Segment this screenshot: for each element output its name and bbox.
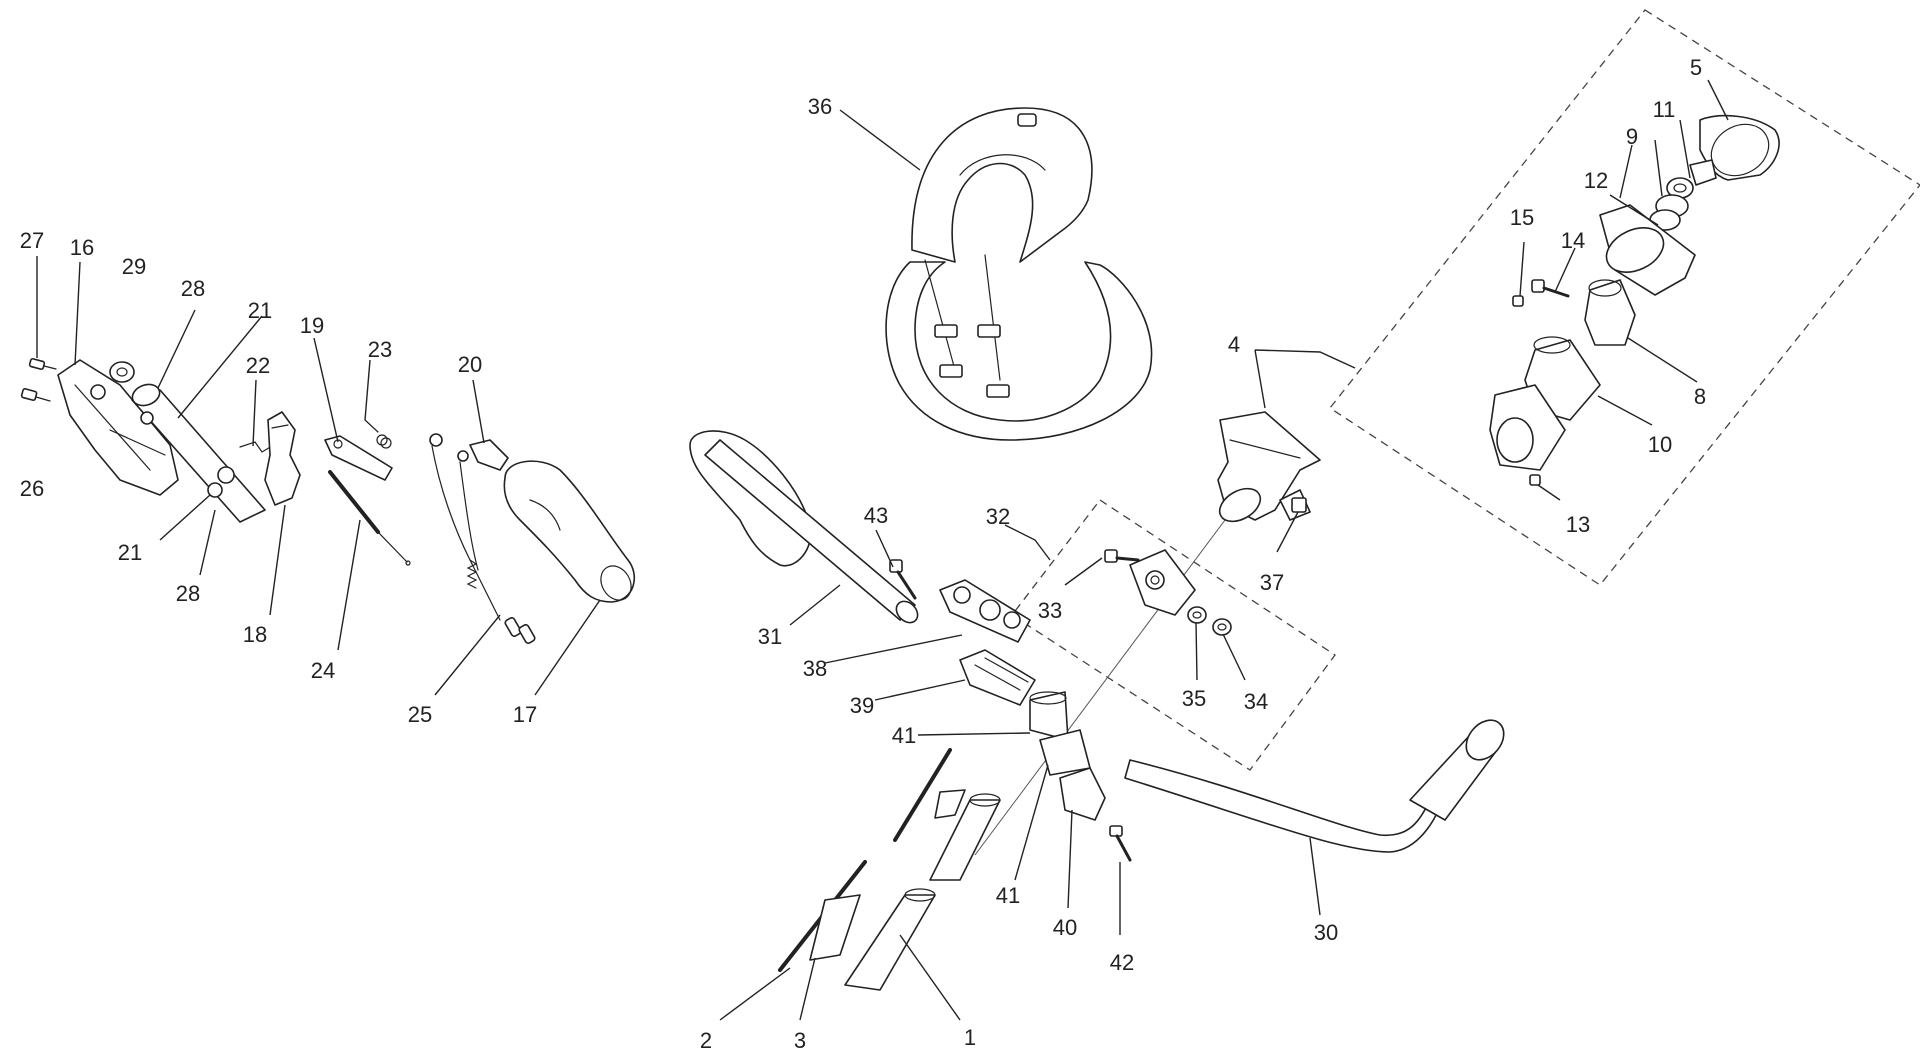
washer-part-35	[1187, 606, 1207, 624]
knob-part-5	[1689, 114, 1780, 186]
bolt-part-37	[1291, 497, 1307, 513]
label-43: 43	[864, 503, 888, 528]
plate-part-3	[809, 789, 966, 961]
label-40: 40	[1053, 915, 1077, 940]
label-21-lower: 21	[118, 540, 142, 565]
tube-part-28	[131, 383, 266, 523]
sleeve-part-41-upper	[1029, 691, 1069, 741]
label-27: 27	[20, 228, 44, 253]
label-22: 22	[246, 353, 270, 378]
label-16: 16	[70, 235, 94, 260]
label-13: 13	[1566, 512, 1590, 537]
label-5: 5	[1690, 55, 1702, 80]
label-10: 10	[1648, 432, 1672, 457]
label-24: 24	[311, 658, 335, 683]
collar-part-29	[109, 361, 135, 383]
label-20: 20	[458, 352, 482, 377]
clamp-part-39	[959, 649, 1036, 706]
label-28-lower: 28	[176, 581, 200, 606]
dashed-box-middle	[1011, 499, 1336, 771]
plate-housing-part-12	[1599, 204, 1696, 296]
dashed-box-upper-right	[1329, 9, 1920, 586]
label-1: 1	[964, 1025, 976, 1050]
bolt-part-42	[1109, 825, 1132, 862]
label-35: 35	[1182, 686, 1206, 711]
screw-part-26	[20, 388, 51, 402]
switch-part-20	[429, 433, 509, 471]
label-30: 30	[1314, 920, 1338, 945]
label-9: 9	[1626, 124, 1638, 149]
screw-part-13	[1529, 474, 1541, 486]
label-26: 26	[20, 476, 44, 501]
spring-part-23	[364, 419, 392, 449]
clamp-part-38	[939, 579, 1031, 643]
label-2: 2	[700, 1028, 712, 1053]
label-28-upper: 28	[181, 276, 205, 301]
tube-part-1	[844, 793, 1001, 991]
label-4: 4	[1228, 332, 1240, 357]
bolt-part-14	[1531, 279, 1570, 298]
block-part-40	[1059, 767, 1106, 821]
part-number-labels: 27 16 29 28 21 22 19 23 20 26 21 28 18 2…	[20, 55, 1706, 1053]
grip-tube-part-31	[689, 430, 919, 624]
label-41-upper: 41	[892, 723, 916, 748]
rod-part-2	[778, 748, 952, 972]
housing-part-16	[57, 359, 179, 496]
shoulder-harness-part-36	[885, 107, 1153, 441]
label-33: 33	[1038, 598, 1062, 623]
label-41-lower: 41	[996, 883, 1020, 908]
clip-part-21-lower	[207, 466, 235, 498]
label-29: 29	[122, 254, 146, 279]
label-11: 11	[1653, 97, 1676, 122]
label-39: 39	[850, 693, 874, 718]
label-14: 14	[1561, 228, 1585, 253]
label-17: 17	[513, 702, 537, 727]
wire-harness-part-25	[431, 445, 536, 644]
grip-handle-part-17	[503, 460, 636, 603]
leader-lines	[36, 79, 1729, 1021]
lever-part-18	[264, 411, 301, 506]
bolt-part-33	[1104, 549, 1140, 563]
label-18: 18	[243, 622, 267, 647]
label-12: 12	[1584, 168, 1608, 193]
label-25: 25	[408, 702, 432, 727]
nut-part-34	[1212, 618, 1232, 636]
label-31: 31	[758, 624, 782, 649]
bracket-mid	[1129, 549, 1196, 616]
label-32: 32	[986, 504, 1010, 529]
label-8: 8	[1694, 384, 1706, 409]
label-15: 15	[1510, 205, 1534, 230]
loop-handle-part-30	[1124, 719, 1505, 853]
label-3: 3	[794, 1028, 806, 1053]
cup-part-lower	[1489, 384, 1566, 471]
cable-part-24	[328, 470, 411, 566]
spring-part-22	[239, 441, 273, 453]
screw-part-15	[1512, 295, 1524, 307]
label-42: 42	[1110, 950, 1134, 975]
label-36: 36	[808, 94, 832, 119]
washer-part-11	[1666, 177, 1694, 199]
label-21-upper: 21	[248, 298, 272, 323]
label-38: 38	[803, 656, 827, 681]
clip-part-21-upper	[140, 411, 154, 425]
sleeve-part-8	[1584, 279, 1636, 346]
label-19: 19	[300, 313, 324, 338]
label-23: 23	[368, 337, 392, 362]
lever-part-19	[324, 435, 393, 481]
label-37: 37	[1260, 570, 1284, 595]
bolt-part-43	[889, 559, 917, 600]
screw-part-27	[28, 357, 57, 371]
label-34: 34	[1244, 689, 1268, 714]
